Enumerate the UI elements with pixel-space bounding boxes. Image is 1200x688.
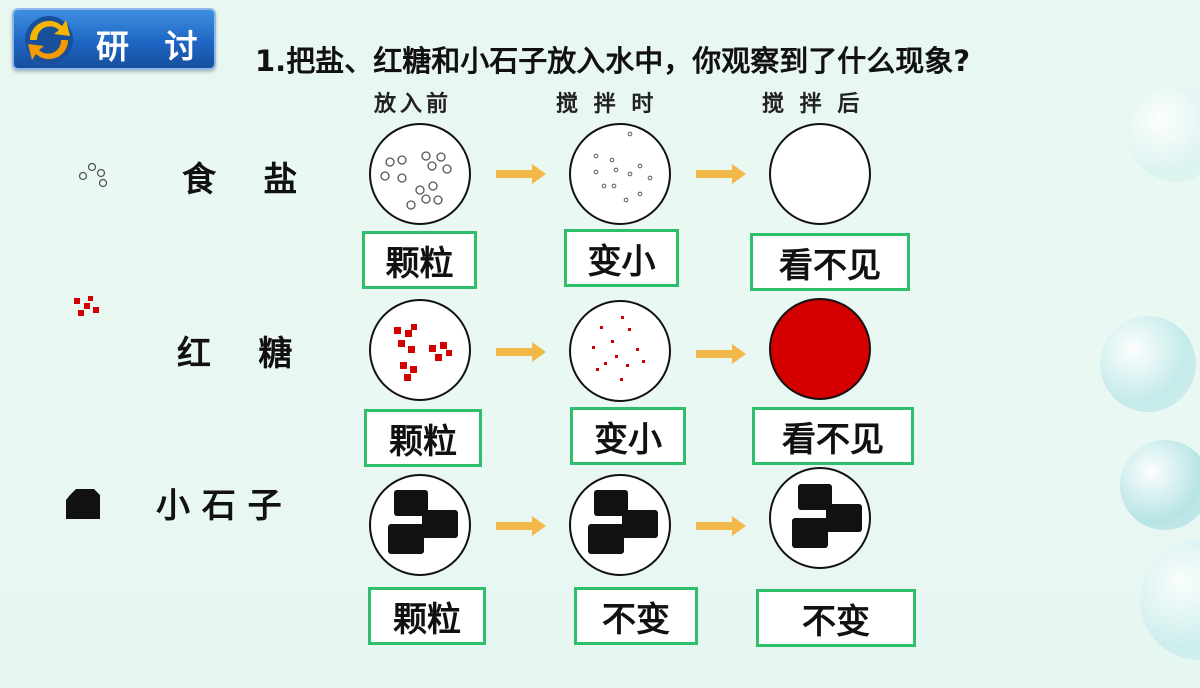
arrow-icon [496,516,546,536]
result-salt-during: 变小 [564,229,679,287]
arrow-icon [696,164,746,184]
pebble-during-circle [569,474,671,576]
decorative-bubble [1120,440,1200,530]
column-header-during: 搅 拌 时 [556,92,658,117]
decorative-bubble [1100,316,1196,412]
decorative-bubble [1128,86,1200,182]
pebble-after-circle [769,467,871,569]
salt-sample-icon [78,162,108,188]
result-salt-before: 颗粒 [362,231,477,289]
salt-after-circle [769,123,871,225]
row-label-salt: 食 盐 [182,160,298,200]
refresh-arrows-icon [25,16,73,64]
result-sugar-before: 颗粒 [364,409,482,467]
badge-label: 研 讨 [96,27,210,66]
brown-sugar-sample-icon [74,296,99,316]
column-header-after: 搅 拌 后 [762,92,864,117]
arrow-icon [496,342,546,362]
result-sugar-after: 看不见 [752,407,914,465]
result-salt-after: 看不见 [750,233,910,291]
result-pebble-during: 不变 [574,587,698,645]
sugar-during-circle [569,300,671,402]
pebble-before-circle [369,474,471,576]
arrow-icon [496,164,546,184]
salt-during-circle [569,123,671,225]
section-badge: 研 讨 [12,8,216,70]
pebble-sample-icon [66,489,100,519]
arrow-icon [696,344,746,364]
column-header-before: 放入前 [374,92,453,117]
sugar-after-circle [769,298,871,400]
row-label-brown-sugar: 红 糖 [177,334,293,374]
result-pebble-after: 不变 [756,589,916,647]
result-pebble-before: 颗粒 [368,587,486,645]
question-title: 1.把盐、红糖和小石子放入水中，你观察到了什么现象? [255,44,971,78]
arrow-icon [696,516,746,536]
result-sugar-during: 变小 [570,407,686,465]
salt-before-circle [369,123,471,225]
sugar-before-circle [369,299,471,401]
row-label-pebbles: 小 石 子 [156,486,282,526]
